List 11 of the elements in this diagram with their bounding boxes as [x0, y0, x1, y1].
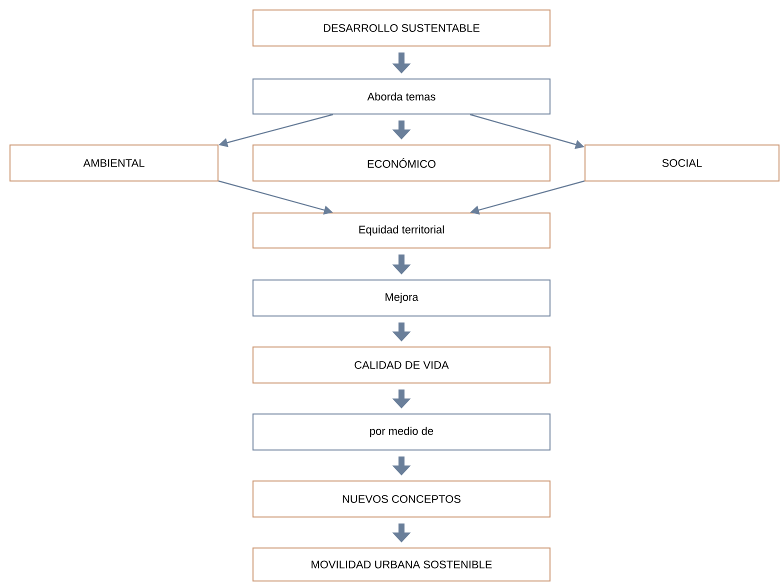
- process-box: ECONÓMICO: [252, 144, 550, 182]
- process-box: CALIDAD DE VIDA: [252, 346, 550, 384]
- process-box: MOVILIDAD URBANA SOSTENIBLE: [252, 548, 550, 582]
- process-box: Aborda temas: [252, 78, 550, 114]
- process-box: Mejora: [252, 280, 550, 316]
- process-box: Equidad territorial: [252, 212, 550, 248]
- process-box: SOCIAL: [584, 144, 780, 182]
- process-box: por medio de: [252, 414, 550, 450]
- process-box: AMBIENTAL: [10, 144, 218, 182]
- process-box: NUEVOS CONCEPTOS: [252, 480, 550, 518]
- process-box: DESARROLLO SUSTENTABLE: [252, 10, 550, 46]
